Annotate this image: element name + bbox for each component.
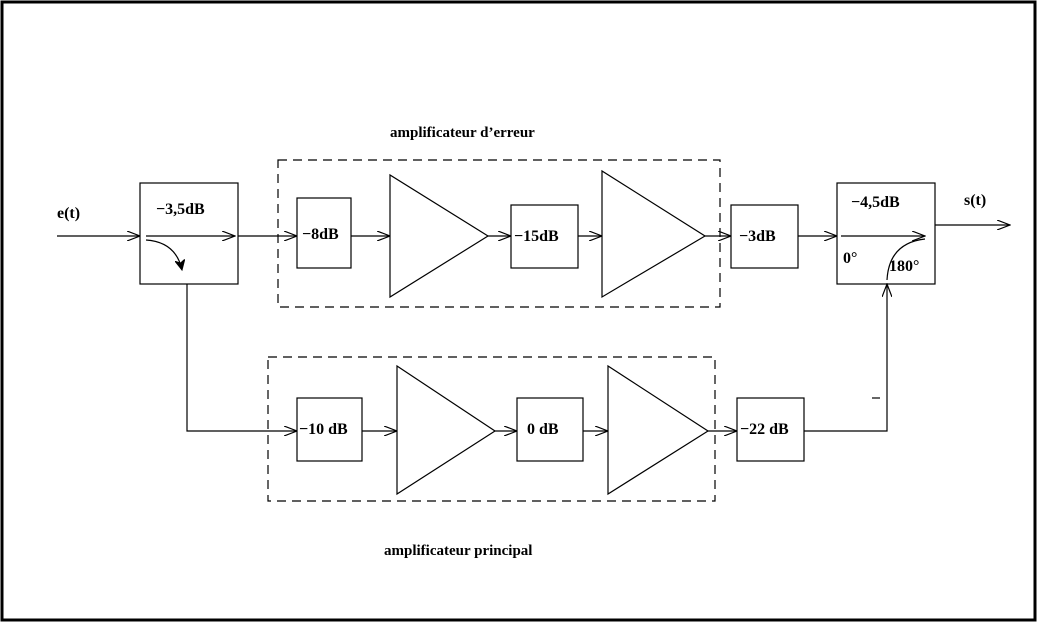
error-amplifier-title: amplificateur d’erreur <box>390 125 535 141</box>
error-amplifier-2-triangle <box>601 169 707 299</box>
error-attenuator-2 <box>510 204 579 269</box>
error-attenuator-1 <box>296 197 352 269</box>
main-amplifier-title: amplificateur principal <box>384 543 532 559</box>
splitter-box <box>139 182 239 285</box>
input-label: e(t) <box>57 205 80 222</box>
combiner-coupled-curve <box>886 238 926 281</box>
combiner-port-0: 0° <box>843 250 857 267</box>
main-amplifier-2-triangle <box>607 364 710 496</box>
error-amplifier-1-triangle <box>389 173 490 299</box>
main-attenuator-3-label: −22 dB <box>740 421 789 438</box>
main-attenuator-1-label: −10 dB <box>299 421 348 438</box>
output-label: s(t) <box>964 192 986 209</box>
main-path-feed-wire <box>186 284 297 431</box>
main-amplifier-group <box>267 356 716 502</box>
main-path-output-wire <box>804 284 887 432</box>
main-attenuator-2 <box>516 397 584 462</box>
combiner-port-180: 180° <box>889 258 919 275</box>
combiner-label: −4,5dB <box>851 194 900 211</box>
splitter-label: −3,5dB <box>156 201 205 218</box>
main-attenuator-2-label: 0 dB <box>527 421 559 438</box>
main-attenuator-3 <box>736 397 805 462</box>
error-attenuator-1-label: −8dB <box>302 226 339 243</box>
splitter-coupled-arrow <box>145 239 182 270</box>
error-attenuator-3-label: −3dB <box>739 228 776 245</box>
main-attenuator-1 <box>296 397 363 462</box>
error-attenuator-2-label: −15dB <box>514 228 559 245</box>
main-amplifier-1-triangle <box>396 364 497 496</box>
